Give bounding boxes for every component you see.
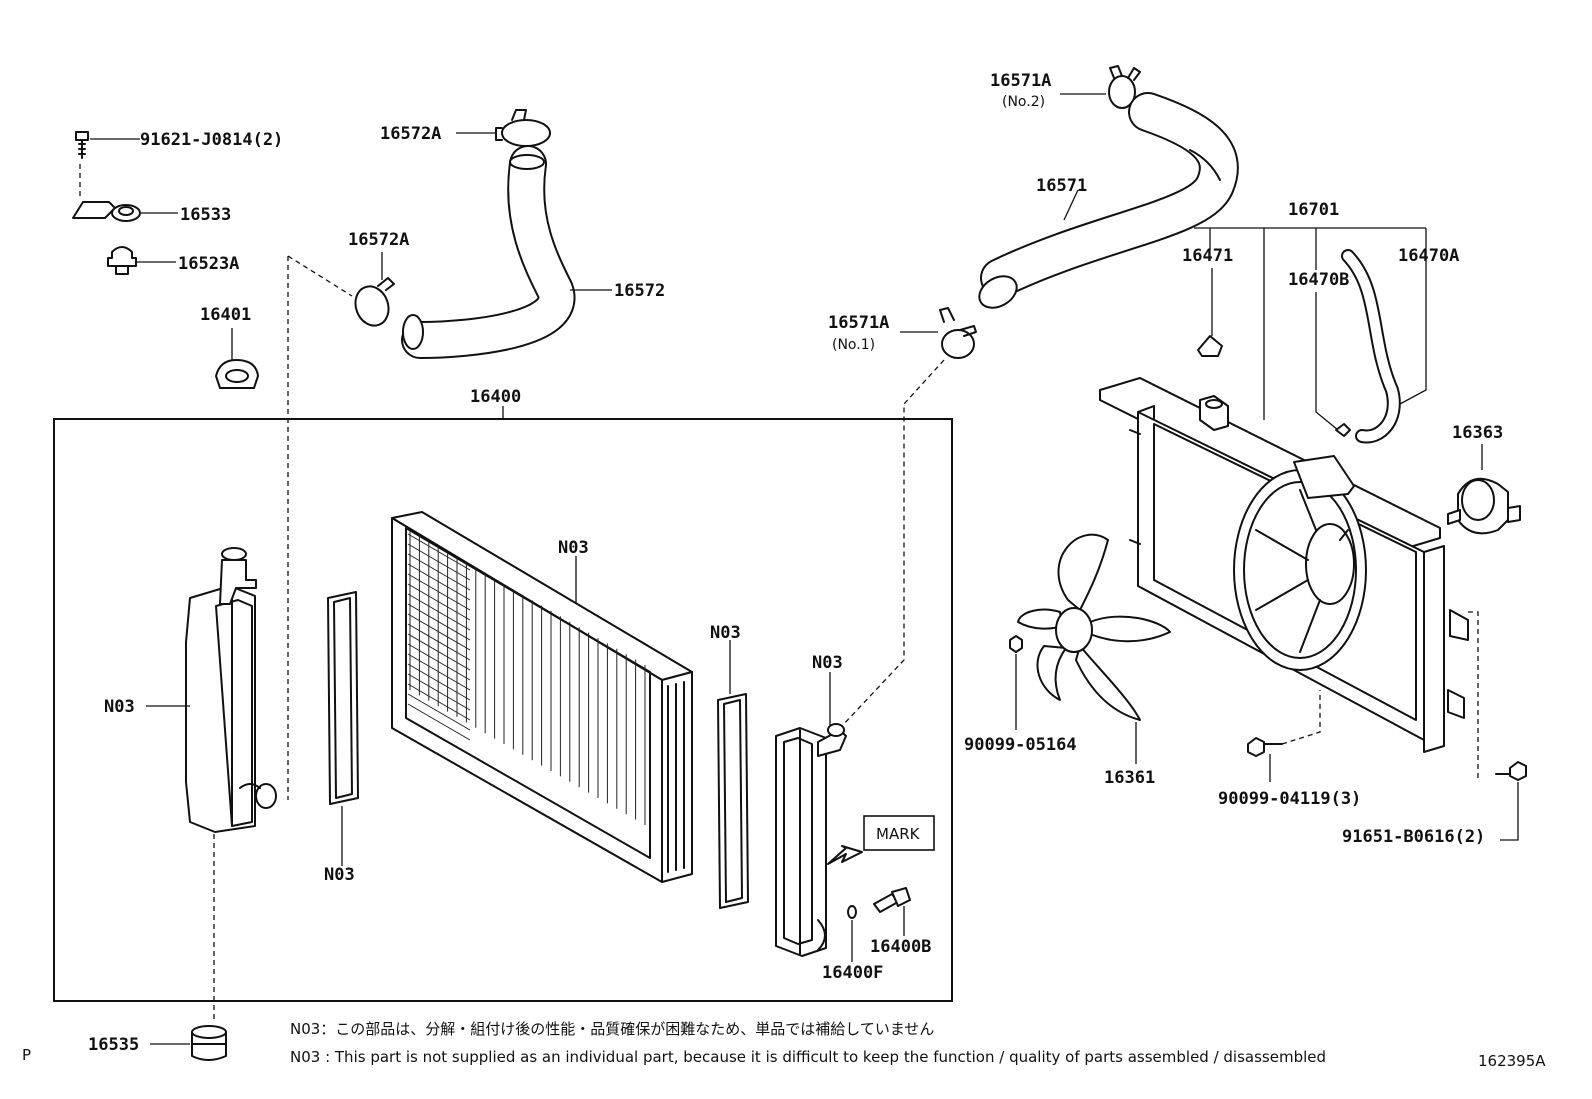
label-16523A: 16523A xyxy=(178,254,239,274)
clamp-16470B xyxy=(1335,423,1351,437)
left-tank xyxy=(185,547,277,833)
label-16363: 16363 xyxy=(1452,423,1503,443)
label-n03-core: N03 xyxy=(558,538,589,558)
label-16400: 16400 xyxy=(470,387,521,407)
nut-90099-05164 xyxy=(1009,635,1023,730)
radiator-assembly-box xyxy=(53,418,953,1002)
label-16361: 16361 xyxy=(1104,768,1155,788)
label-16401: 16401 xyxy=(200,305,251,325)
note-en: N03 : This part is not supplied as an in… xyxy=(290,1048,1326,1066)
label-16571A-top: 16571A xyxy=(990,71,1051,91)
bracket-16533 xyxy=(72,201,178,222)
clamp-16572A-top xyxy=(456,109,551,147)
motor-16363 xyxy=(1447,477,1521,535)
note-jp: N03：この部品は、分解・組付け後の性能・品質確保が困難なため、単品では補給して… xyxy=(290,1020,934,1038)
o-ring-16400F xyxy=(847,905,857,962)
radiator-core xyxy=(391,511,693,883)
right-gasket xyxy=(717,693,749,909)
label-16572: 16572 xyxy=(614,281,665,301)
label-no2: (No.2) xyxy=(1002,94,1045,110)
clamp-16571A-low xyxy=(900,307,977,359)
label-16470B: 16470B xyxy=(1288,270,1349,290)
label-n03-tank-right: N03 xyxy=(812,653,843,673)
hose-16571 xyxy=(978,92,1239,309)
cap-16523A xyxy=(107,246,176,275)
label-16471: 16471 xyxy=(1182,246,1233,266)
label-n03-gasket-right: N03 xyxy=(710,623,741,643)
drain-cock-16400B xyxy=(873,887,911,936)
label-16533: 16533 xyxy=(180,205,231,225)
hose-16572 xyxy=(401,145,612,359)
label-91651: 91651-B0616(2) xyxy=(1342,827,1485,847)
label-16701: 16701 xyxy=(1288,200,1339,220)
label-91621: 91621-J0814(2) xyxy=(140,130,283,150)
label-90099-05164: 90099-05164 xyxy=(964,735,1077,755)
label-16572A-top: 16572A xyxy=(380,124,441,144)
clip-16471 xyxy=(1197,335,1223,357)
bolt-90099-04119 xyxy=(1247,690,1321,782)
drain-plug-16535 xyxy=(150,1025,227,1061)
label-16571A-low: 16571A xyxy=(828,313,889,333)
label-16400B: 16400B xyxy=(870,937,931,957)
clamp-16572A-mid xyxy=(354,252,395,327)
fan-16361 xyxy=(1017,533,1171,764)
label-16571: 16571 xyxy=(1036,176,1087,196)
mark-box xyxy=(863,815,935,851)
label-no1: (No.1) xyxy=(832,337,875,353)
label-16470A: 16470A xyxy=(1398,246,1459,266)
bolt-91651 xyxy=(1468,611,1527,841)
right-tank xyxy=(775,723,847,957)
clamp-16571A-top xyxy=(1060,65,1141,109)
label-n03-tank-left: N03 xyxy=(104,697,135,717)
page-mark: P xyxy=(22,1046,31,1064)
label-90099-04119: 90099-04119(3) xyxy=(1218,789,1361,809)
figure-id: 162395A xyxy=(1478,1052,1546,1070)
cap-16401 xyxy=(215,328,259,389)
fan-shroud-16701 xyxy=(1099,377,1469,753)
mark-arrow xyxy=(827,845,863,865)
label-16572A-mid: 16572A xyxy=(348,230,409,250)
label-mark: MARK xyxy=(876,825,921,843)
hose-16470A xyxy=(1341,249,1401,444)
label-16400F: 16400F xyxy=(822,963,883,983)
label-16535: 16535 xyxy=(88,1035,139,1055)
label-n03-gasket-left: N03 xyxy=(324,865,355,885)
bolt-91621 xyxy=(75,131,140,159)
left-gasket xyxy=(327,591,359,805)
